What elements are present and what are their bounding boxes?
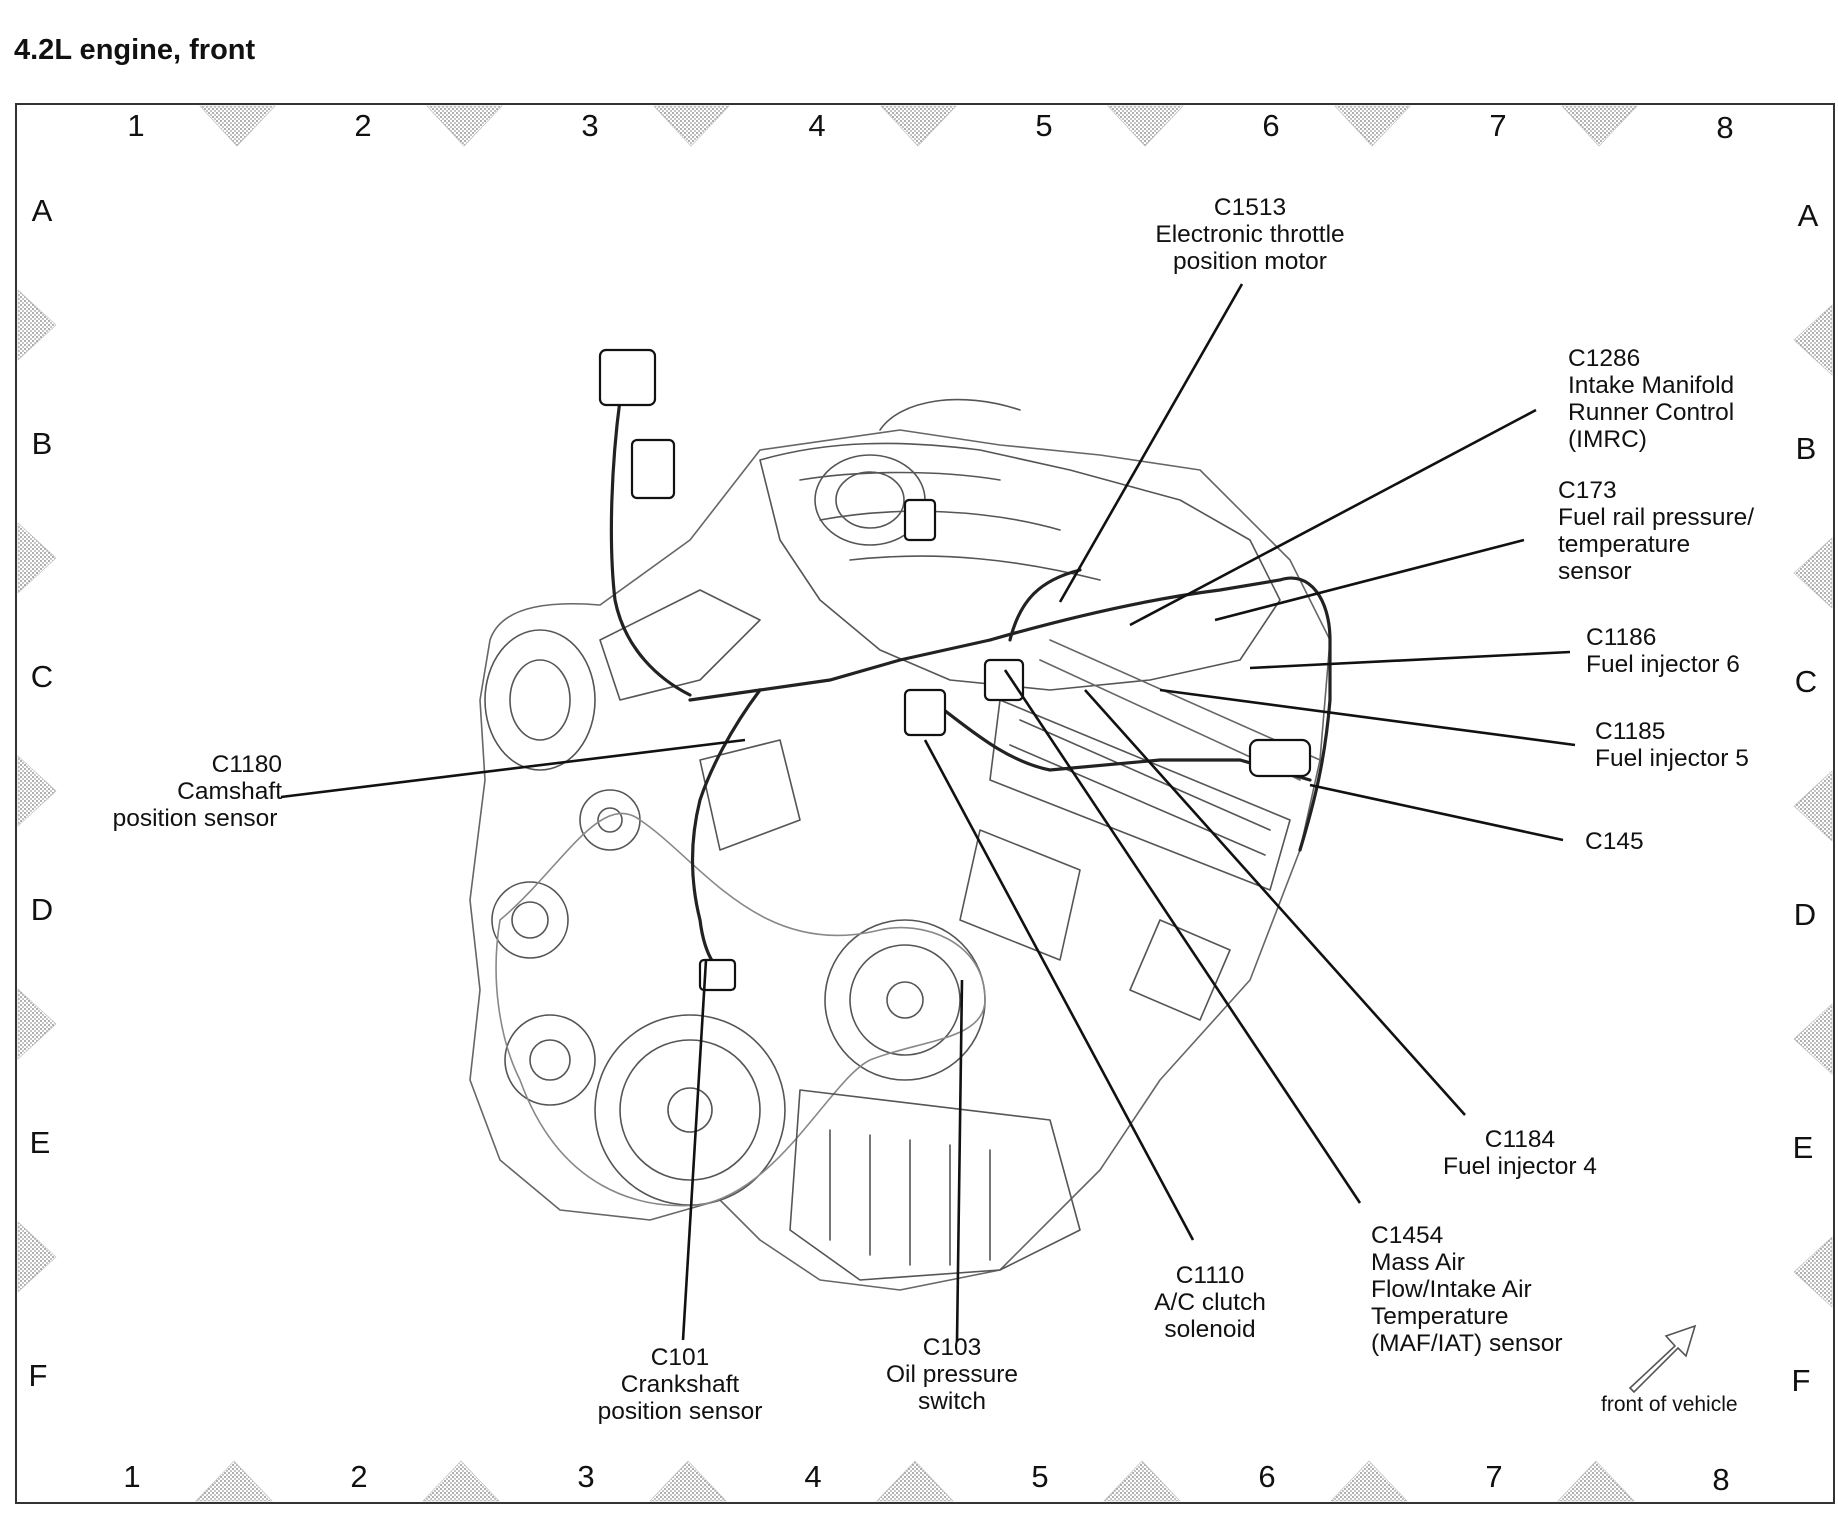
diagram-frame xyxy=(15,103,1835,1504)
callout-c1454-line4: (MAF/IAT) sensor xyxy=(1371,1330,1563,1357)
callout-c1454-line2: Flow/Intake Air xyxy=(1371,1276,1532,1303)
grid-row-right-f: F xyxy=(1791,1363,1811,1398)
leader-lines xyxy=(280,283,1576,1343)
grid-col-top-1: 1 xyxy=(127,108,145,143)
callout-c101-id: C101 xyxy=(650,1344,710,1371)
callout-c1185: C1185 Fuel injector 5 xyxy=(1595,718,1749,772)
callout-c103-line1: Oil pressure xyxy=(885,1361,1019,1388)
grid-col-top-5: 5 xyxy=(1035,108,1053,143)
callout-c1513-line1: Electronic throttle xyxy=(1155,221,1345,248)
grid-col-bottom-8: 8 xyxy=(1712,1462,1730,1497)
page-title: 4.2L engine, front xyxy=(14,34,256,66)
callout-c1286-line3: (IMRC) xyxy=(1568,426,1647,453)
grid-markers-top xyxy=(199,105,1638,147)
engine-illustration xyxy=(469,398,1331,1291)
callout-c1110-id: C1110 xyxy=(1175,1262,1245,1289)
grid-col-top-2: 2 xyxy=(354,108,372,143)
callout-c103-id: C103 xyxy=(922,1334,982,1361)
grid-col-bottom-1: 1 xyxy=(123,1459,141,1494)
callout-c103: C103 Oil pressure switch xyxy=(862,1334,1042,1415)
grid-col-top-7: 7 xyxy=(1489,108,1507,143)
callout-c1513-line2: position motor xyxy=(1173,248,1327,275)
callout-c1184-id: C1184 xyxy=(1484,1126,1556,1153)
callout-c173-line1: Fuel rail pressure/ xyxy=(1558,504,1755,531)
grid-row-left-e: E xyxy=(29,1125,51,1160)
grid-col-top-6: 6 xyxy=(1262,108,1280,143)
grid-col-top-3: 3 xyxy=(581,108,599,143)
grid-markers-left xyxy=(17,289,57,1293)
callout-c145-id: C145 xyxy=(1585,828,1644,855)
callout-c1454-line1: Mass Air xyxy=(1371,1249,1465,1276)
callout-c1180-id: C1180 xyxy=(211,751,282,778)
grid-row-left-a: A xyxy=(31,193,53,228)
callout-c101: C101 Crankshaft position sensor xyxy=(575,1344,785,1425)
grid-row-right-d: D xyxy=(1793,897,1817,932)
callout-c1185-id: C1185 xyxy=(1595,718,1666,745)
callout-c173-id: C173 xyxy=(1558,477,1617,504)
callout-c1454-line3: Temperature xyxy=(1371,1303,1509,1330)
grid-row-left-b: B xyxy=(31,426,53,461)
callout-c1180: C1180 Camshaft position sensor xyxy=(100,751,290,832)
callout-c1513: C1513 Electronic throttle position motor xyxy=(1140,194,1360,275)
callout-c173-line3: sensor xyxy=(1558,558,1632,585)
callout-c1110: C1110 A/C clutch solenoid xyxy=(1120,1262,1300,1343)
callout-c1110-line1: A/C clutch xyxy=(1154,1289,1266,1316)
callout-c101-line1: Crankshaft xyxy=(620,1371,740,1398)
callout-c1513-id: C1513 xyxy=(1213,194,1287,221)
callout-c101-line2: position sensor xyxy=(597,1398,763,1425)
grid-row-right-a: A xyxy=(1797,198,1819,233)
front-of-vehicle-label: front of vehicle xyxy=(1601,1393,1738,1416)
grid-row-left-d: D xyxy=(30,892,54,927)
callout-c1185-line1: Fuel injector 5 xyxy=(1595,745,1749,772)
grid-row-right-c: C xyxy=(1794,664,1818,699)
callout-c1286: C1286 Intake Manifold Runner Control (IM… xyxy=(1568,345,1734,453)
grid-row-left-f: F xyxy=(28,1358,48,1393)
callout-c1186: C1186 Fuel injector 6 xyxy=(1586,624,1740,678)
grid-col-top-8: 8 xyxy=(1716,110,1734,145)
callout-c173: C173 Fuel rail pressure/ temperature sen… xyxy=(1558,477,1754,585)
front-of-vehicle-arrow-icon xyxy=(1628,1324,1697,1394)
grid-row-left-c: C xyxy=(30,659,54,694)
callout-c1184-line1: Fuel injector 4 xyxy=(1443,1153,1597,1180)
callout-c1186-id: C1186 xyxy=(1586,624,1657,651)
grid-row-right-b: B xyxy=(1795,431,1817,466)
grid-col-top-4: 4 xyxy=(808,108,826,143)
grid-col-bottom-6: 6 xyxy=(1258,1459,1276,1494)
callout-c173-line2: temperature xyxy=(1558,531,1691,558)
harness-connectors xyxy=(598,348,1312,992)
callout-c1286-line1: Intake Manifold xyxy=(1568,372,1735,399)
grid-col-bottom-2: 2 xyxy=(350,1459,368,1494)
grid-col-bottom-5: 5 xyxy=(1031,1459,1049,1494)
grid-col-bottom-7: 7 xyxy=(1485,1459,1503,1494)
callout-c1180-line1: Camshaft xyxy=(177,778,282,805)
callout-c1184: C1184 Fuel injector 4 xyxy=(1420,1126,1620,1180)
callout-c1186-line1: Fuel injector 6 xyxy=(1586,651,1740,678)
callout-c1180-line2: position sensor xyxy=(112,805,278,832)
grid-markers-bottom xyxy=(195,1460,1635,1502)
grid-col-bottom-4: 4 xyxy=(804,1459,822,1494)
grid-col-bottom-3: 3 xyxy=(577,1459,595,1494)
callout-c1286-line2: Runner Control xyxy=(1568,399,1735,426)
callout-c145: C145 xyxy=(1585,828,1644,855)
grid-row-right-e: E xyxy=(1792,1130,1814,1165)
callout-c1110-line2: solenoid xyxy=(1164,1316,1256,1343)
callout-c1454-id: C1454 xyxy=(1371,1222,1444,1249)
callout-c1454: C1454 Mass Air Flow/Intake Air Temperatu… xyxy=(1371,1222,1562,1357)
grid-markers-right xyxy=(1793,304,1833,1308)
callout-c1286-id: C1286 xyxy=(1568,345,1641,372)
callout-c103-line2: switch xyxy=(917,1388,987,1415)
wiring-harness xyxy=(609,398,1332,977)
